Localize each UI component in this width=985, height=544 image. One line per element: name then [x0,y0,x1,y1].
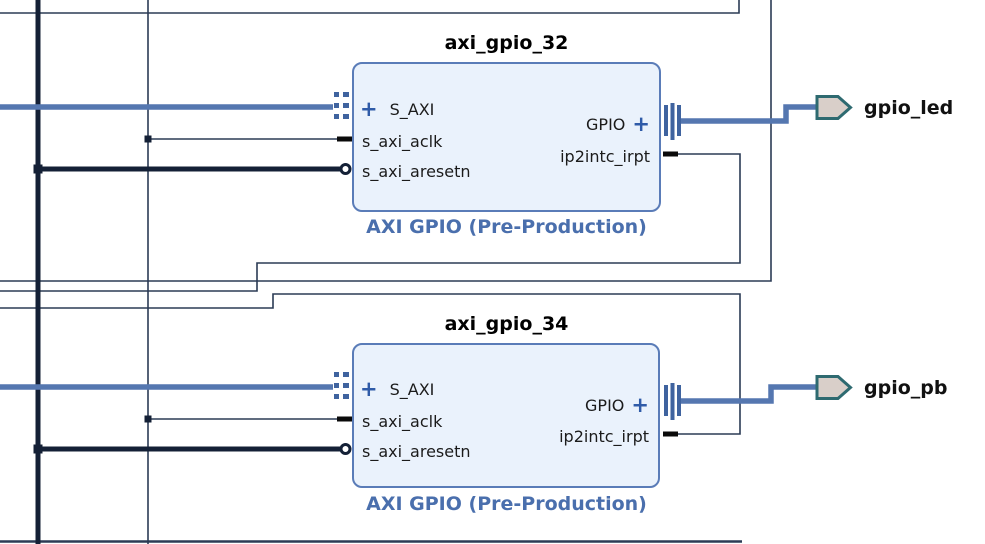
junction-dot [144,135,152,143]
port-label: s_axi_aresetn [362,161,471,181]
port-label: GPIO [586,114,626,134]
plus-expand-icon[interactable]: + [360,377,378,401]
port-gpio[interactable]: GPIO + [586,112,650,136]
net-gpio-interface-1[interactable] [681,104,818,124]
junction-dot [144,415,152,423]
interface-bars-icon-1 [664,103,681,140]
ip-block-axi-gpio-34[interactable]: + S_AXI s_axi_aclk s_axi_aresetn GPIO + … [352,343,660,488]
port-label: S_AXI [389,99,435,119]
interface-expand-marker-1[interactable] [334,92,349,119]
interface-bars-icon-2 [664,383,681,420]
net-ip2intc-irpt-2[interactable] [0,293,741,435]
junction-dot [33,444,43,454]
plus-expand-icon[interactable]: + [632,112,650,136]
port-s-axi-aresetn[interactable]: s_axi_aresetn [362,441,471,461]
net-gpio-interface-2[interactable] [681,384,818,404]
plus-expand-icon[interactable]: + [631,393,649,417]
port-ip2intc-irpt[interactable]: ip2intc_irpt [559,426,649,446]
port-s-axi-aclk[interactable]: s_axi_aclk [362,131,442,151]
net-top-route[interactable] [0,0,740,14]
external-port-label: gpio_led [864,97,954,119]
external-port-gpio-pb[interactable] [815,374,854,401]
ip-block-title: axi_gpio_32 [444,32,569,54]
pin-stub-aclk-2[interactable] [337,416,352,422]
interface-expand-marker-2[interactable] [334,372,349,399]
port-s-axi-aclk[interactable]: s_axi_aclk [362,411,442,431]
port-label: s_axi_aclk [362,411,443,431]
output-port-arrow-icon [815,375,853,400]
pin-stub-ip2intc-irpt-1[interactable] [663,151,678,157]
ip-block-axi-gpio-32[interactable]: + S_AXI s_axi_aclk s_axi_aresetn GPIO + … [352,62,661,212]
port-s-axi[interactable]: + S_AXI [360,377,435,401]
port-label: ip2intc_irpt [560,146,650,166]
port-ip2intc-irpt[interactable]: ip2intc_irpt [560,146,650,166]
plus-expand-icon[interactable]: + [360,97,378,121]
junction-dot [33,164,43,174]
ip-block-caption: AXI GPIO (Pre-Production) [366,493,647,515]
net-ip2intc-irpt-1[interactable] [0,153,741,292]
port-label: s_axi_aclk [362,131,443,151]
active-low-bubble-1[interactable] [339,163,352,175]
port-label: S_AXI [389,379,435,399]
port-label: GPIO [585,395,625,415]
ip-block-title: axi_gpio_34 [444,313,569,335]
port-gpio[interactable]: GPIO + [585,393,649,417]
active-low-bubble-2[interactable] [339,443,352,455]
pin-stub-aclk-1[interactable] [337,136,352,142]
ip-block-caption: AXI GPIO (Pre-Production) [366,216,647,238]
output-port-arrow-icon [815,95,853,120]
port-label: s_axi_aresetn [362,441,471,461]
pin-stub-ip2intc-irpt-2[interactable] [663,431,678,437]
port-s-axi[interactable]: + S_AXI [360,97,435,121]
external-port-gpio-led[interactable] [815,94,854,121]
port-s-axi-aresetn[interactable]: s_axi_aresetn [362,161,471,181]
port-label: ip2intc_irpt [559,426,649,446]
external-port-label: gpio_pb [864,377,948,399]
